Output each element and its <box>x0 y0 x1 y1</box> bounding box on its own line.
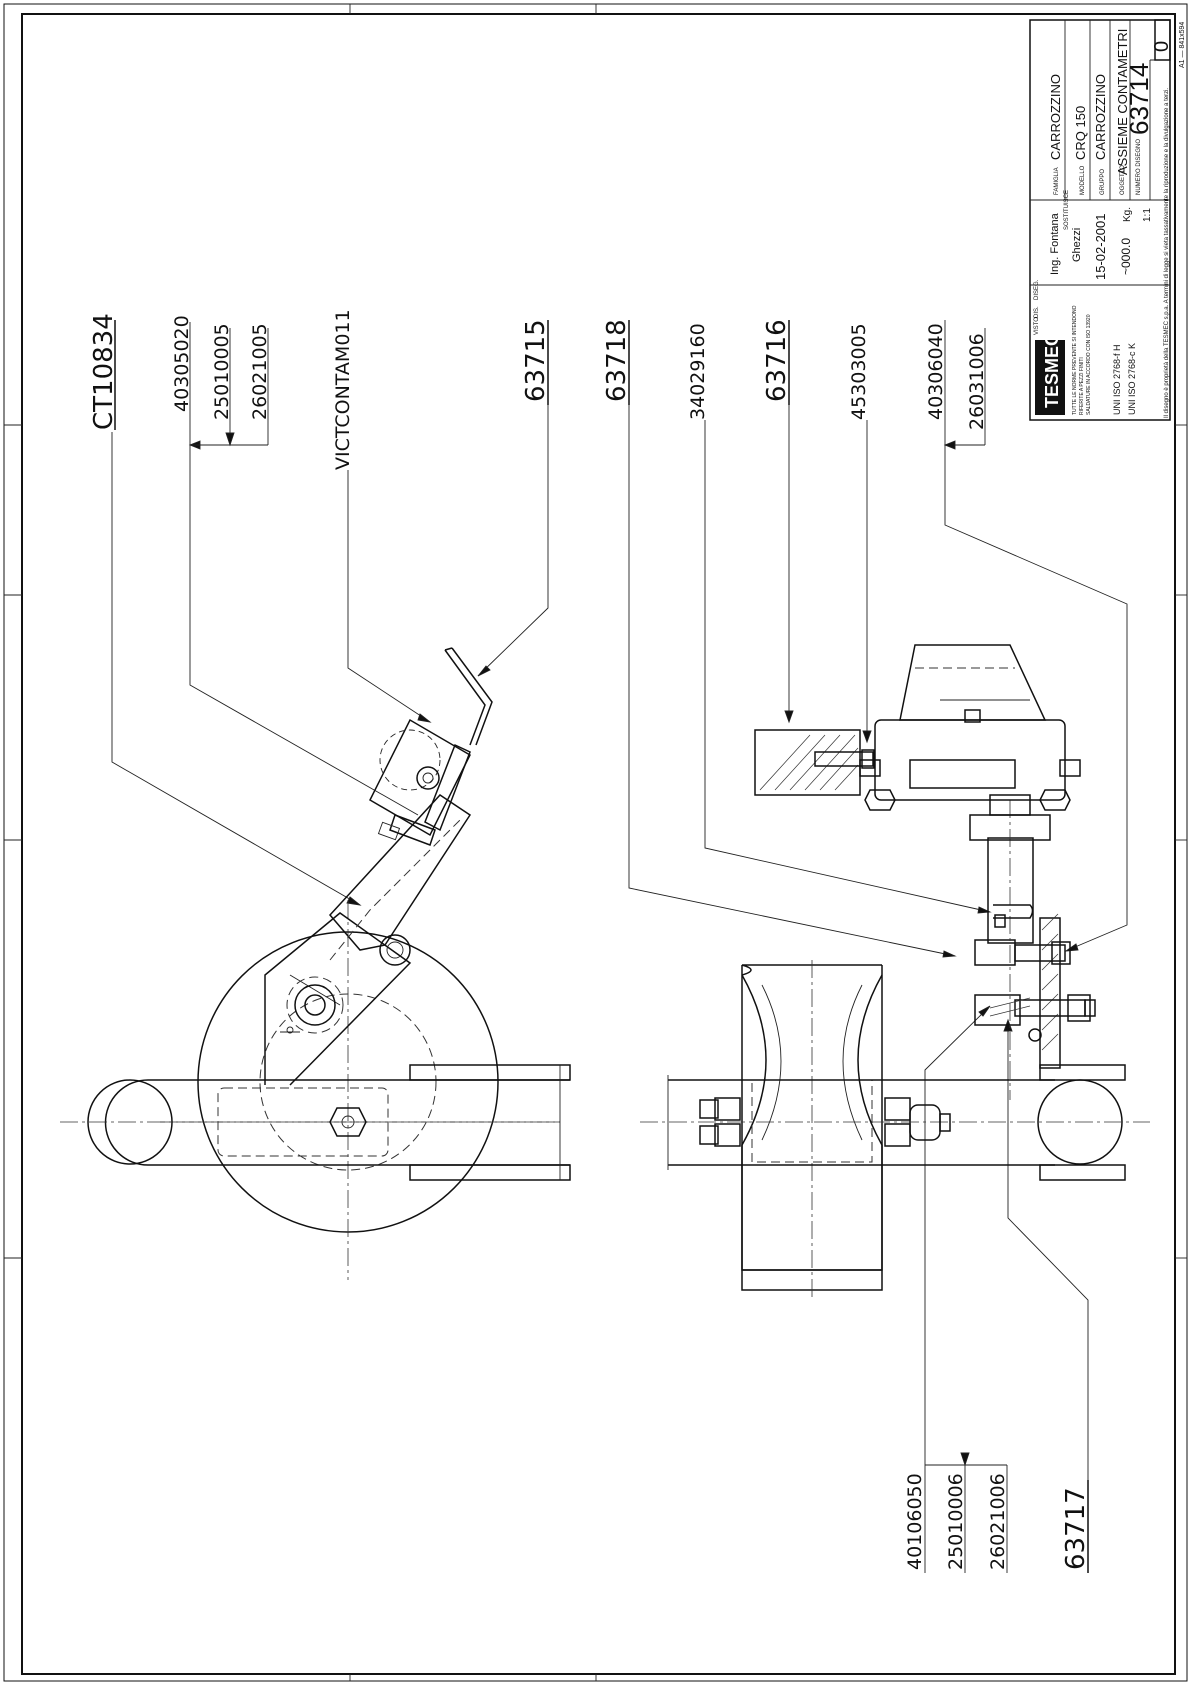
header-cell: DISEG. <box>1034 279 1040 300</box>
outer-border <box>3 3 1188 1682</box>
sheet-format: A1 — 841x594 <box>1179 22 1186 68</box>
group-label: GRUPPO <box>1100 169 1106 195</box>
part-label: VICTCONTAM011 <box>332 309 354 470</box>
part-label: 40305020 <box>171 315 193 412</box>
tolerance-line: UNI ISO 2768-c K <box>1127 343 1137 415</box>
drawing-number-label: NUMERO DISEGNO <box>1136 139 1142 195</box>
part-label: 25010006 <box>945 1473 967 1570</box>
designer-name: Ing. Fontana <box>1049 212 1061 275</box>
part-label: 34029160 <box>687 323 709 420</box>
title-block: TESMEC FAMIGLIA CARROZZINO MODELLO CRQ 1… <box>1029 19 1186 421</box>
part-labels-bottom: 40106050 25010006 26021006 63717 <box>904 1465 1091 1573</box>
category-value: CARROZZINO <box>1048 74 1063 160</box>
header-cell: DIS. <box>1034 306 1040 318</box>
side-view <box>60 647 571 1280</box>
part-label: 26021006 <box>987 1473 1009 1570</box>
part-label: 26021005 <box>249 323 271 420</box>
tolerance-line: UNI ISO 2768-f H <box>1112 344 1122 415</box>
legal-text: Il disegno è proprietà della TESMEC s.p.… <box>1164 88 1170 418</box>
note-line: SALDATURE IN ACCORDO CON ISO 13920 <box>1086 314 1092 415</box>
part-labels-top: CT10834 40305020 25010005 26021005 VICTC… <box>89 309 988 470</box>
note-line: RIFERITE A PEZZI FINITI <box>1079 357 1085 415</box>
part-label: 40106050 <box>904 1473 926 1570</box>
part-label: 63717 <box>1061 1487 1091 1570</box>
axle-bolts <box>699 1097 951 1147</box>
scale: 1:1 <box>1142 208 1153 222</box>
weight-unit: Kg. <box>1122 207 1133 222</box>
part-label: 40306040 <box>925 323 947 420</box>
drawing-number: 63714 <box>1124 63 1154 135</box>
company-logo <box>1035 340 1065 415</box>
weight: ~000.0 <box>1119 238 1133 275</box>
front-view <box>640 644 1150 1300</box>
object-label: OGGETTO <box>1120 165 1126 195</box>
leader-lines <box>111 405 1128 1480</box>
zone-ticks <box>4 4 1187 1681</box>
group-value: CARROZZINO <box>1093 74 1108 160</box>
object-value: ASSIEME CONTAMETRI <box>1115 29 1130 175</box>
part-label: 63716 <box>762 319 792 402</box>
model-value: CRQ 150 <box>1073 106 1088 160</box>
part-label: 45303005 <box>848 323 870 420</box>
inner-border <box>21 13 1176 1675</box>
part-label: 63718 <box>602 319 632 402</box>
header-cell: VISTO <box>1034 317 1040 335</box>
revision: 0 <box>1151 41 1173 52</box>
note-line: TUTTE LE NORME PREVENTE SI INTENDONO <box>1072 305 1078 415</box>
part-label: 63715 <box>521 319 551 402</box>
category-label: FAMIGLIA <box>1054 167 1060 195</box>
date: 15-02-2001 <box>1093 214 1108 281</box>
part-label: 26031006 <box>966 333 988 430</box>
company-logo-text: TESMEC <box>1042 333 1062 408</box>
model-label: MODELLO <box>1080 165 1086 195</box>
part-label: CT10834 <box>89 313 119 430</box>
part-label: 25010005 <box>211 323 233 420</box>
drafter-name: Ghezzi <box>1071 228 1083 262</box>
sostituisce-label: SOSTITUISCE <box>1064 190 1070 230</box>
